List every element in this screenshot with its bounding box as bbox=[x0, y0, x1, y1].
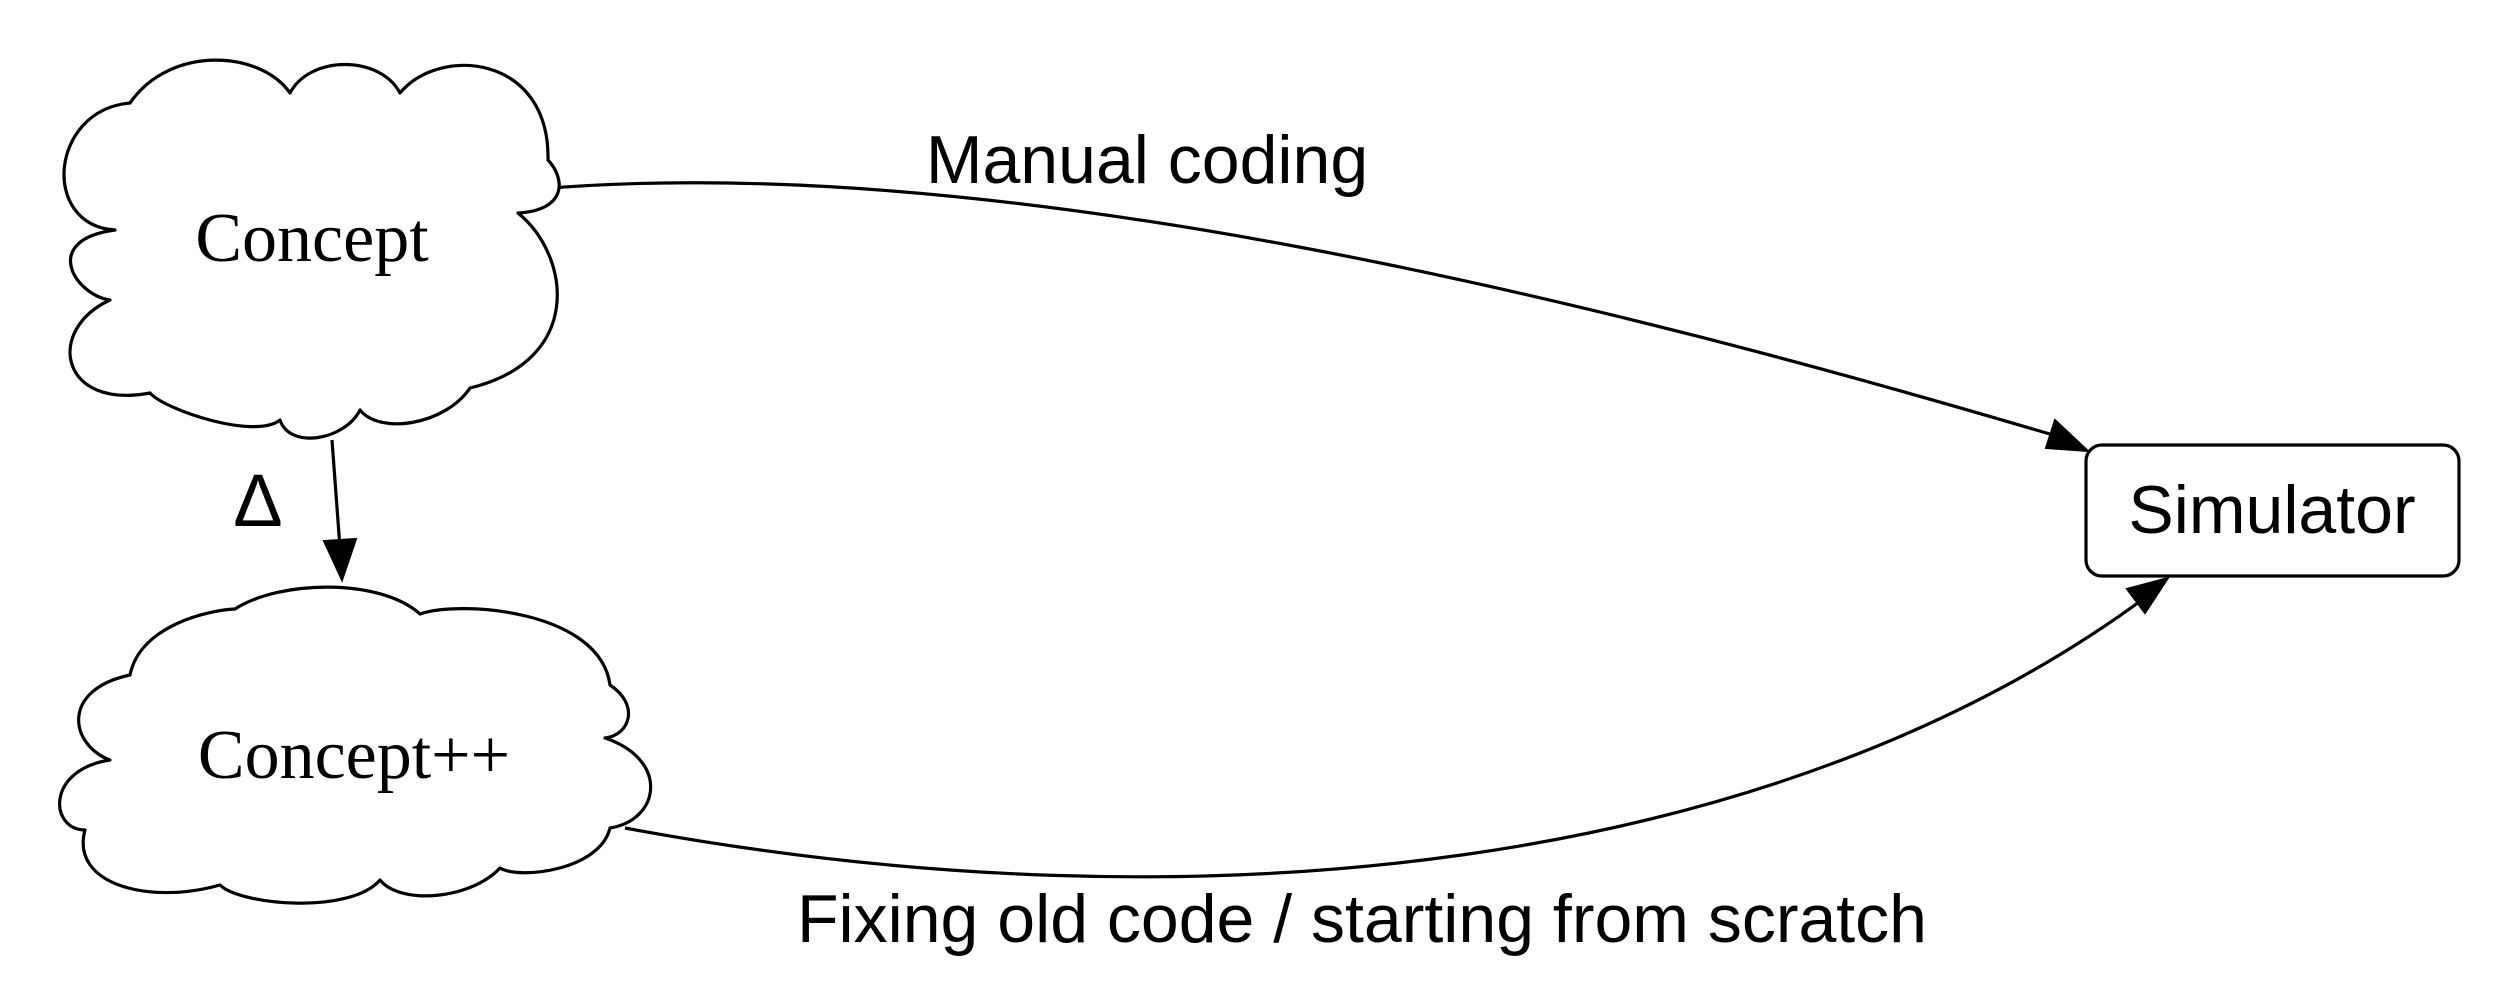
edge-manual-coding bbox=[537, 181, 2071, 442]
arrowhead-delta bbox=[322, 537, 358, 583]
arrowhead-fixing-old-code bbox=[2125, 576, 2171, 615]
simulator-box bbox=[2084, 443, 2461, 578]
concept-node: Concept bbox=[62, 58, 561, 440]
arrowhead-manual-coding bbox=[2044, 418, 2091, 453]
concept-plus-node: Concept++ bbox=[58, 585, 653, 905]
concept-cloud-shape bbox=[62, 58, 561, 440]
edge-label-fixing-old-code: Fixing old code / starting from scratch bbox=[797, 881, 1927, 957]
edge-fixing-old-code bbox=[624, 592, 2151, 879]
concept-plus-cloud-shape bbox=[58, 585, 653, 905]
simulator-label: Simulator bbox=[2128, 472, 2415, 548]
simulator-node: Simulator bbox=[2084, 443, 2461, 578]
concept-label: Concept bbox=[195, 200, 429, 277]
edge-label-manual-coding: Manual coding bbox=[926, 122, 1368, 198]
concept-plus-label: Concept++ bbox=[198, 717, 510, 794]
edge-label-delta: Δ bbox=[233, 459, 282, 542]
edge-delta bbox=[330, 439, 342, 549]
